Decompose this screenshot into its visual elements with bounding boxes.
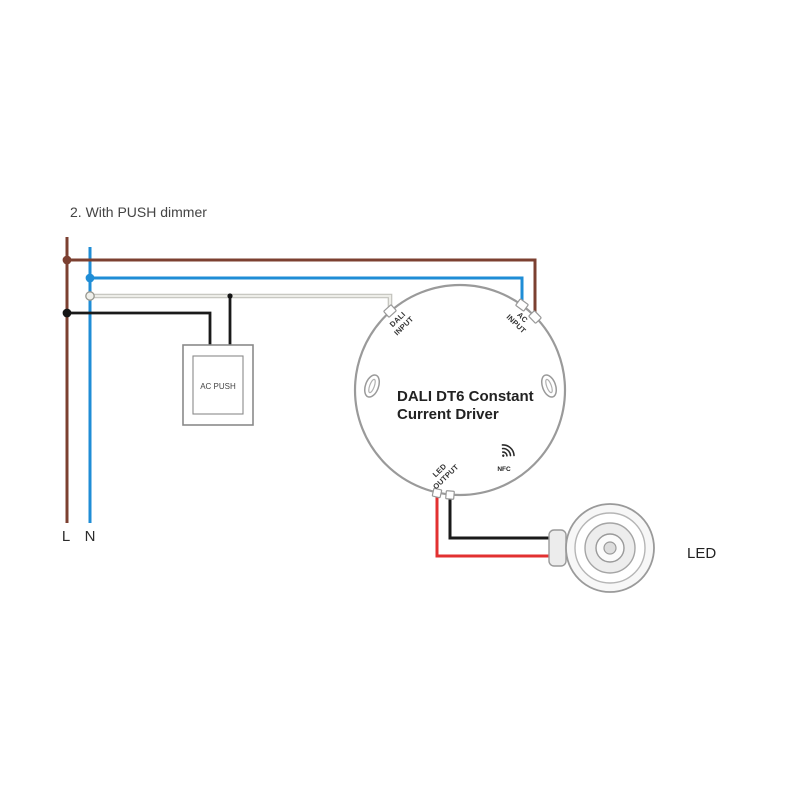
nfc-icon (501, 444, 515, 457)
ac-input-gland-neutral (515, 298, 529, 312)
driver-body (353, 283, 567, 497)
dali-input-gland (383, 304, 397, 318)
driver-name-line2: Current Driver (397, 406, 499, 423)
live-junction-dot (62, 255, 72, 265)
led-negative-wire (448, 483, 560, 540)
driver-name-line1: DALI DT6 Constant (397, 388, 534, 405)
push-dimmer-label: AC PUSH (200, 382, 236, 391)
neutral-junction-dot (85, 273, 95, 283)
screw-slot-left (363, 374, 381, 398)
dali-junction-dot (85, 291, 95, 301)
diagram-title: 2. With PUSH dimmer (70, 204, 207, 220)
neutral-terminal-label: N (85, 528, 96, 545)
push-dimmer-inner-plate (192, 355, 244, 415)
led-fixture-label: LED (687, 545, 716, 562)
screw-slot-right (540, 374, 558, 398)
signal-junction-dot (227, 293, 233, 299)
dali-wire-outline (90, 293, 393, 318)
led-fixture-connector (548, 529, 567, 567)
dali-wire (90, 294, 392, 318)
push-junction-dot (62, 308, 72, 318)
nfc-label: NFC (497, 466, 511, 473)
live-wire-to-ac-input (67, 258, 537, 320)
led-fixture (565, 503, 655, 593)
push-live-wire (67, 311, 212, 346)
live-terminal-label: L (62, 528, 70, 545)
led-positive-wire (435, 485, 561, 558)
led-output-gland-positive (431, 487, 443, 499)
ac-input-gland-live (528, 310, 542, 324)
led-output-gland-negative (445, 490, 455, 500)
